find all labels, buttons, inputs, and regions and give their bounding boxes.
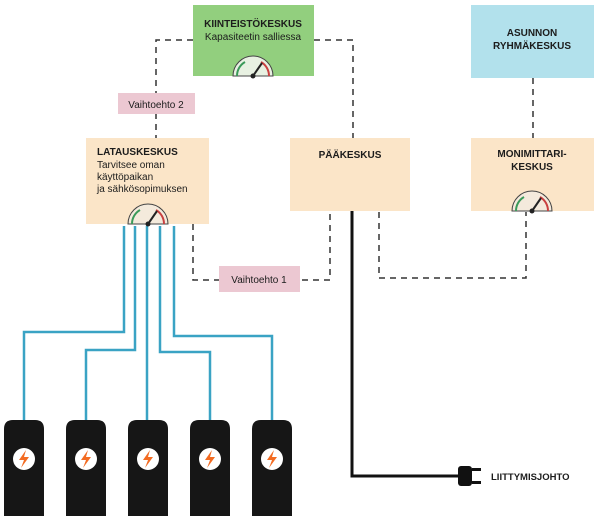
monimittarikeskus-box: MONIMITTARI- KESKUS bbox=[471, 138, 594, 214]
latauskeskus-title: LATAUSKESKUS bbox=[97, 147, 178, 158]
ev-charger-1 bbox=[4, 420, 44, 516]
vaihtoehto-2-label: Vaihtoehto 2 bbox=[128, 100, 184, 111]
lightning-icon bbox=[267, 450, 277, 468]
meter-gauge-icon bbox=[232, 55, 274, 79]
monimittari-line1: MONIMITTARI- bbox=[497, 149, 566, 160]
paakeskus-box: PÄÄKESKUS bbox=[290, 138, 410, 211]
paakeskus-title: PÄÄKESKUS bbox=[319, 148, 382, 161]
liittymisjohto-cable bbox=[350, 211, 460, 478]
ryhmakeskus-line1: ASUNNON bbox=[507, 28, 558, 39]
latauskeskus-box: LATAUSKESKUS Tarvitsee oman käyttöpaikan… bbox=[86, 138, 209, 227]
kiinteistokeskus-box: KIINTEISTÖKESKUS Kapasiteetin salliessa bbox=[193, 5, 314, 79]
meter-gauge-icon bbox=[511, 190, 553, 214]
latauskeskus-line2: käyttöpaikan bbox=[97, 172, 153, 183]
ev-charger-5 bbox=[252, 420, 292, 516]
lightning-icon bbox=[143, 450, 153, 468]
kiinteistokeskus-subtitle: Kapasiteetin salliessa bbox=[205, 32, 302, 43]
ryhmakeskus-line2: RYHMÄKESKUS bbox=[493, 39, 571, 52]
charger-cable-2 bbox=[84, 226, 137, 422]
latauskeskus-line3: ja sähkösopimuksen bbox=[96, 184, 188, 195]
vaihtoehto-1-tag: Vaihtoehto 1 bbox=[219, 266, 300, 292]
ev-charger-3 bbox=[128, 420, 168, 516]
liittymisjohto-label: LIITTYMISJOHTO bbox=[491, 472, 569, 483]
charger-cable-5 bbox=[172, 226, 274, 422]
dashed-link-kiinteisto-paakeskus bbox=[314, 39, 354, 138]
charger-cable-4 bbox=[158, 226, 212, 422]
dashed-link-paakeskus-monimittari bbox=[378, 212, 527, 279]
charger-cable-1 bbox=[22, 226, 126, 422]
charger-cables bbox=[22, 226, 274, 422]
latauskeskus-line1: Tarvitsee oman bbox=[97, 160, 165, 171]
vaihtoehto-1-label: Vaihtoehto 1 bbox=[231, 275, 287, 286]
lightning-icon bbox=[205, 450, 215, 468]
vaihtoehto-2-tag: Vaihtoehto 2 bbox=[118, 93, 195, 114]
dashed-link-kiinteisto-latauskeskus bbox=[155, 39, 193, 138]
asunnon-ryhmakeskus-box: ASUNNON RYHMÄKESKUS bbox=[471, 5, 594, 78]
meter-gauge-icon bbox=[127, 203, 169, 227]
kiinteistokeskus-title: KIINTEISTÖKESKUS bbox=[204, 17, 302, 30]
ev-charger-2 bbox=[66, 420, 106, 516]
monimittari-line2: KESKUS bbox=[511, 162, 553, 173]
plug-icon bbox=[458, 466, 481, 486]
chargers-group bbox=[4, 420, 292, 516]
lightning-icon bbox=[81, 450, 91, 468]
ev-charger-4 bbox=[190, 420, 230, 516]
lightning-icon bbox=[19, 450, 29, 468]
